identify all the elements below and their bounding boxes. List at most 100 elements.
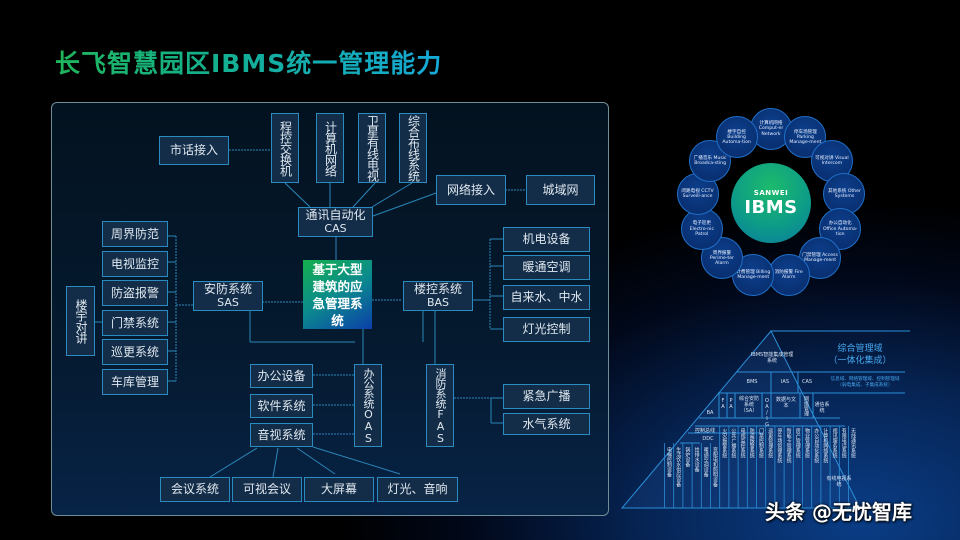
- pyramid-fa: FA: [720, 398, 726, 410]
- pyramid-bottom-item: 电视监控系统: [739, 428, 746, 458]
- cas-code: CAS: [324, 222, 347, 235]
- ibms-ring-node: 闭路电视 CCTV Surveill-ance: [676, 173, 719, 216]
- bas-child-box: 灯光控制: [503, 317, 590, 342]
- pyramid-bottom-item: 变配电和照明设备: [712, 447, 718, 487]
- ring-node-label: 其他系统 Other Systems: [828, 188, 861, 200]
- metro-network-box: 城域网: [526, 175, 595, 205]
- fas-child-label: 水气系统: [522, 416, 571, 431]
- ring-node-label: 楼宇自控 Building Automa-tion: [722, 129, 751, 146]
- domain-info-label: 信息域、网络管理域、控制管理域: [830, 377, 900, 382]
- ibms-hub: SANWEI IBMS: [731, 163, 811, 243]
- hub-name: IBMS: [744, 196, 798, 218]
- sas-child-label: 巡更系统: [110, 344, 159, 359]
- pyramid-bms: BMS: [746, 379, 758, 385]
- ring-node-label: 办公自动化Office Automa-tion: [822, 221, 858, 237]
- fas-child-box: 水气系统: [503, 413, 590, 435]
- pyramid-ias: IAS: [780, 379, 790, 385]
- cas-label: 通讯自动化: [305, 208, 366, 222]
- oas-label: 办公系统OAS: [362, 367, 375, 444]
- pyramid-pa: PA: [728, 398, 734, 410]
- oas-child-box: 办公设备: [250, 364, 313, 388]
- ring-node-label: 计算机网络 Comput-er Network: [758, 121, 784, 137]
- bas-child-box: 自来水、中水: [503, 285, 590, 310]
- pyramid-bottom-item: 有限电话系统: [840, 428, 847, 458]
- domain-info-sub: （弱电集成、子集成系统）: [837, 383, 893, 388]
- pyramid-bottom-item: 公共广播系统: [730, 428, 737, 458]
- oas-child-label: 办公设备: [257, 368, 306, 383]
- pyramid-bottom-item: 防盗报警系统: [748, 428, 755, 458]
- sas-child-label: 车库管理: [110, 374, 159, 389]
- fas-label: 消防系统FAS: [434, 367, 447, 444]
- cas-child-label: 综合布线系统: [406, 115, 421, 181]
- av-child-label: 可视会议: [242, 482, 291, 496]
- emergency-management-core: 基于大型建筑的应急管理系统: [303, 260, 372, 329]
- ring-node-label: 闭路电视 CCTV Surveill-ance: [681, 188, 714, 200]
- sas-child-label: 门禁系统: [110, 315, 159, 330]
- oas-child-box: 音视系统: [250, 423, 313, 447]
- ring-node-label: 消防报警 Fire Alarm: [774, 269, 803, 280]
- sas-child-box: 巡更系统: [102, 339, 168, 365]
- oas-box: 办公系统OAS: [354, 364, 382, 447]
- av-child-box: 可视会议: [232, 477, 302, 502]
- pyramid-bus: 控制总线: [694, 428, 715, 434]
- ibms-ring-node: 楼宇自控 Building Automa-tion: [715, 116, 758, 159]
- network-access-box: 网络接入: [436, 175, 506, 205]
- ring-node-label: 电子巡更 Electro-nic Patrol: [689, 221, 714, 237]
- city-phone-access-box: 市话接入: [159, 136, 229, 165]
- pyramid-bottom-item: 火灾报警系统: [721, 428, 728, 458]
- bas-child-label: 自来水、中水: [510, 290, 583, 304]
- bas-child-box: 暖通空调: [503, 255, 590, 280]
- fas-box: 消防系统FAS: [426, 364, 454, 447]
- domain-integrated-sub: （一体化集成）: [828, 356, 892, 366]
- av-child-box: 大屏幕: [304, 477, 374, 502]
- pyramid-bottom-item: 电梯控制设备: [666, 447, 672, 477]
- av-child-label: 会议系统: [170, 482, 219, 496]
- metro-network-label: 城域网: [542, 182, 579, 197]
- ibms-ring-node: 周界报警 Perime-ter Alarm: [700, 237, 743, 280]
- cas-child-box: 卫星有线电视: [358, 113, 386, 183]
- pyramid-netmgmt: 网络管理: [803, 396, 809, 416]
- cas-child-label: 程控交换机: [278, 120, 293, 176]
- bas-label: 楼控系统: [413, 282, 462, 296]
- pyramid-bottom-item: 停车场管理系统: [776, 428, 783, 463]
- watermark: 头条 @无忧智库: [765, 500, 912, 524]
- pyramid-bottom-item: 办公自动化系统: [813, 428, 820, 463]
- pyramid-ddc: DDC: [702, 436, 714, 442]
- cas-child-box: 计算机网络: [316, 113, 344, 183]
- pyramid-cas: CAS: [801, 379, 813, 385]
- sas-code: SAS: [217, 296, 239, 309]
- bas-child-label: 暖通空调: [522, 260, 571, 274]
- pyramid-comm: 通信系统: [814, 402, 830, 414]
- pyramid-bottom-item: 房产管理系统: [794, 428, 801, 458]
- pyramid-bottom-item: 智能卡管理系统: [785, 428, 792, 463]
- ring-node-label: 广播音乐 Music Broadca-sting: [693, 155, 727, 166]
- sas-child-label: 电视监控: [110, 256, 159, 271]
- pyramid-oaig: OA/IG: [764, 398, 770, 428]
- av-child-label: 灯光、音响: [387, 482, 448, 496]
- ring-node-label: 门禁管理 Access Manage-ment: [802, 253, 838, 264]
- pyramid-bottom-item: 门禁控制系统: [758, 428, 764, 458]
- page-title: 长飞智慧园区IBMS统一管理能力: [55, 44, 442, 80]
- bas-child-label: 灯光控制: [522, 322, 571, 336]
- ibms-ring-node: 消防报警 Fire Alarm: [767, 253, 810, 296]
- av-child-box: 会议系统: [160, 477, 230, 502]
- pyramid-bottom-item: 暖通空调设备: [702, 447, 709, 477]
- sas-child-box: 电视监控: [102, 251, 168, 277]
- ring-node-label: 停车场管理 Parking Manage-ment: [789, 129, 822, 146]
- domain-integrated-label: 综合管理域: [837, 344, 883, 354]
- bas-code: BAS: [426, 296, 450, 309]
- fas-child-box: 紧急广播: [503, 384, 590, 409]
- hub-brand: SANWEI: [753, 188, 789, 197]
- fas-child-label: 紧急广播: [522, 389, 571, 403]
- oas-child-box: 软件系统: [250, 394, 313, 418]
- pyramid-bottom-item: 锅炉设备: [684, 447, 691, 467]
- ring-node-label: 计费管理 Billing Manage-ment: [736, 269, 771, 280]
- cas-child-box: 综合布线系统: [399, 113, 427, 183]
- sas-box: 安防系统 SAS: [193, 281, 263, 311]
- ring-node-label: 可视对讲 Visual Intercom: [815, 155, 849, 166]
- cas-child-label: 卫星有线电视: [365, 115, 380, 181]
- cas-child-box: 程控交换机: [271, 113, 299, 183]
- bas-box: 楼控系统 BAS: [403, 281, 473, 311]
- pyramid-bottom-item: 无线通讯系统: [850, 428, 856, 458]
- core-label: 基于大型建筑的应急管理系统: [312, 261, 363, 328]
